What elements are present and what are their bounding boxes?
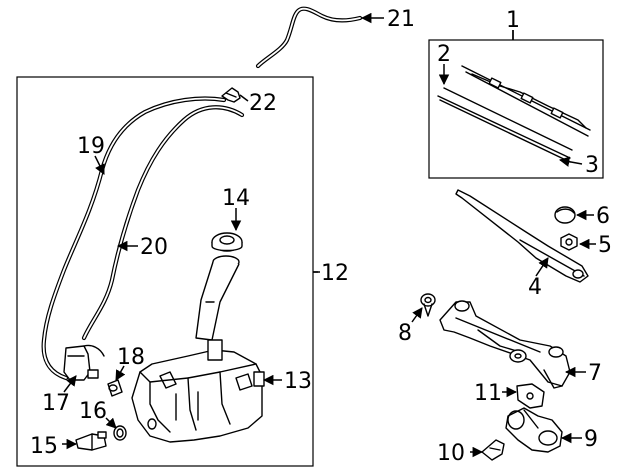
leader-4 [535,257,549,277]
part-18-grommet [107,379,123,397]
leader-3 [558,156,583,167]
callout-10: 10 [437,441,465,466]
callout-14: 14 [222,186,250,211]
part-2-wiper-blade [461,65,591,137]
callout-15: 15 [30,434,58,459]
callout-16: 16 [79,399,107,424]
callout-5: 5 [598,233,612,258]
part-12-washer-reservoir [131,255,263,443]
part-16-seal [113,425,127,441]
part-20-hose [81,105,245,341]
callout-1: 1 [506,8,520,33]
part-9-wiper-motor [505,407,563,453]
part-3-wiper-refill [437,87,573,163]
part-6-cap [554,206,576,224]
callout-8: 8 [398,321,412,346]
callout-21: 21 [387,7,415,32]
callout-4: 4 [528,275,542,300]
part-19-hose [41,96,227,381]
callout-18: 18 [117,345,145,370]
part-8-bolt [420,293,436,317]
part-10-connector [481,439,505,461]
callout-3: 3 [585,153,599,178]
part-7-wiper-linkage [439,300,571,389]
callout-22: 22 [249,91,277,116]
callout-9: 9 [584,427,598,452]
callout-7: 7 [588,361,602,386]
part-11-bracket [516,383,545,409]
leader-19 [94,155,105,175]
leader-16 [105,417,117,429]
part-4-wiper-arm [455,189,589,283]
leader-17 [63,375,77,393]
part-5-nut [560,233,578,251]
callout-19: 19 [77,134,105,159]
part-17-washer-pump [63,344,105,381]
part-15-level-sensor [75,431,107,451]
part-22-connector [221,87,241,103]
part-14-filler-cap [211,232,243,252]
leader-22 [239,94,249,102]
callout-6: 6 [596,204,610,229]
leader-18 [115,365,126,381]
callout-13: 13 [284,369,312,394]
callout-11: 11 [474,381,502,406]
callout-2: 2 [437,42,451,67]
part-21-hose [255,6,363,69]
leader-8 [411,307,423,323]
wiper-blade-frame [428,39,604,179]
part-13-reservoir-mount [253,371,265,387]
callout-12: 12 [321,261,349,286]
callout-20: 20 [140,235,168,260]
callout-17: 17 [42,391,70,416]
